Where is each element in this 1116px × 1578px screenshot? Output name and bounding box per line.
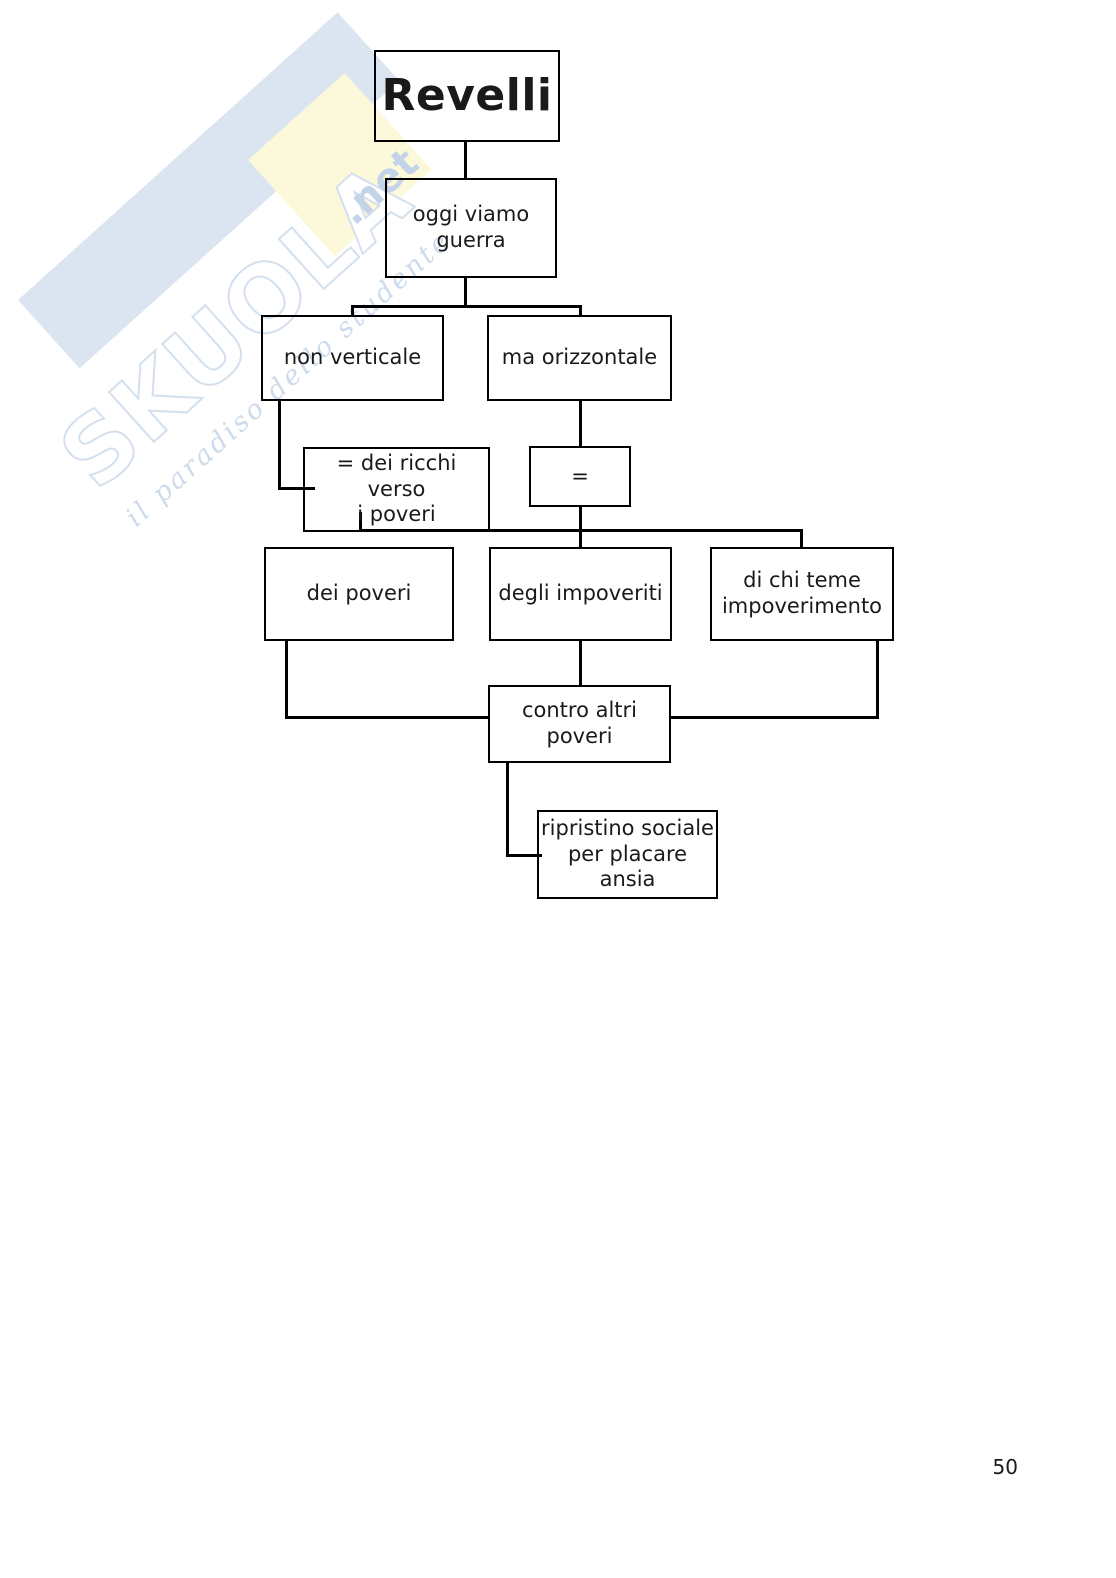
- node-ma-orizzontale-label: ma orizzontale: [501, 345, 658, 370]
- connector-oggi-stem: [464, 277, 467, 307]
- node-ripristino-sociale[interactable]: ripristino sociale per placare ansia: [537, 810, 718, 899]
- node-uguale[interactable]: =: [529, 446, 631, 507]
- node-degli-impoveriti[interactable]: degli impoveriti: [489, 547, 672, 641]
- node-controaltri-label: contro altri poveri: [490, 698, 669, 749]
- node-ripristino-line1: ripristino sociale: [541, 816, 714, 841]
- flowchart-diagram: Revelli oggi viamo guerra non verticale …: [261, 50, 894, 899]
- connector-bus-to-impoveriti: [579, 529, 582, 547]
- connector-controaltri-down: [506, 762, 509, 857]
- node-ricchi-line2: i poveri: [357, 502, 436, 527]
- node-dichiteme-label: di chi teme impoverimento: [712, 568, 892, 619]
- node-oggi-viamo-guerra[interactable]: oggi viamo guerra: [385, 178, 557, 278]
- connector-deipoveri-to-controaltri: [285, 716, 490, 719]
- node-controaltri-line2: poveri: [546, 724, 613, 748]
- node-dei-poveri[interactable]: dei poveri: [264, 547, 454, 641]
- node-ripristino-line2: per placare: [567, 841, 688, 866]
- connector-uguale-stem: [579, 506, 582, 530]
- node-di-chi-teme-impoverimento[interactable]: di chi teme impoverimento: [710, 547, 894, 641]
- node-dei-poveri-label: dei poveri: [306, 581, 412, 606]
- node-controaltri-line1: contro altri: [521, 698, 638, 723]
- connector-oggi-bus: [351, 305, 582, 308]
- node-contro-altri-poveri[interactable]: contro altri poveri: [488, 685, 671, 763]
- connector-deipoveri-down: [285, 640, 288, 719]
- node-uguale-label: =: [571, 463, 589, 488]
- page-number: 50: [992, 1455, 1018, 1479]
- connector-impoveriti-to-controaltri: [579, 640, 582, 686]
- node-ricchi-label: = dei ricchi verso i poveri: [305, 451, 488, 528]
- connector-bus-to-dichiteme: [800, 529, 803, 547]
- node-revelli[interactable]: Revelli: [374, 50, 560, 142]
- node-oggi-label: oggi viamo guerra: [387, 202, 555, 253]
- node-ripristino-label: ripristino sociale per placare ansia: [539, 816, 716, 893]
- connector-bus-to-deipoveri: [359, 512, 362, 530]
- connector-controaltri-to-ripristino: [506, 854, 542, 857]
- connector-dichiteme-to-controaltri: [670, 716, 879, 719]
- node-dei-ricchi-verso-i-poveri[interactable]: = dei ricchi verso i poveri: [303, 447, 490, 532]
- node-revelli-label: Revelli: [381, 70, 553, 122]
- connector-revelli-to-oggi: [464, 140, 467, 178]
- connector-nonverticale-down: [278, 400, 281, 490]
- node-dichiteme-line2: impoverimento: [721, 594, 883, 618]
- connector-bus-to-maorizzontale: [579, 305, 582, 317]
- node-oggi-line2: guerra: [436, 228, 506, 252]
- node-dichiteme-line1: di chi teme: [743, 568, 861, 593]
- node-ricchi-line1: = dei ricchi verso: [336, 451, 457, 501]
- node-ma-orizzontale[interactable]: ma orizzontale: [487, 315, 672, 401]
- connector-dichiteme-down: [876, 640, 879, 719]
- node-degli-impoveriti-label: degli impoveriti: [498, 581, 663, 606]
- node-non-verticale[interactable]: non verticale: [261, 315, 444, 401]
- connector-nonverticale-to-ricchi: [278, 487, 315, 490]
- node-non-verticale-label: non verticale: [283, 345, 422, 370]
- node-oggi-line1: oggi viamo: [412, 202, 530, 227]
- connector-maorizzontale-to-uguale: [579, 400, 582, 446]
- node-ripristino-line3: ansia: [599, 867, 656, 892]
